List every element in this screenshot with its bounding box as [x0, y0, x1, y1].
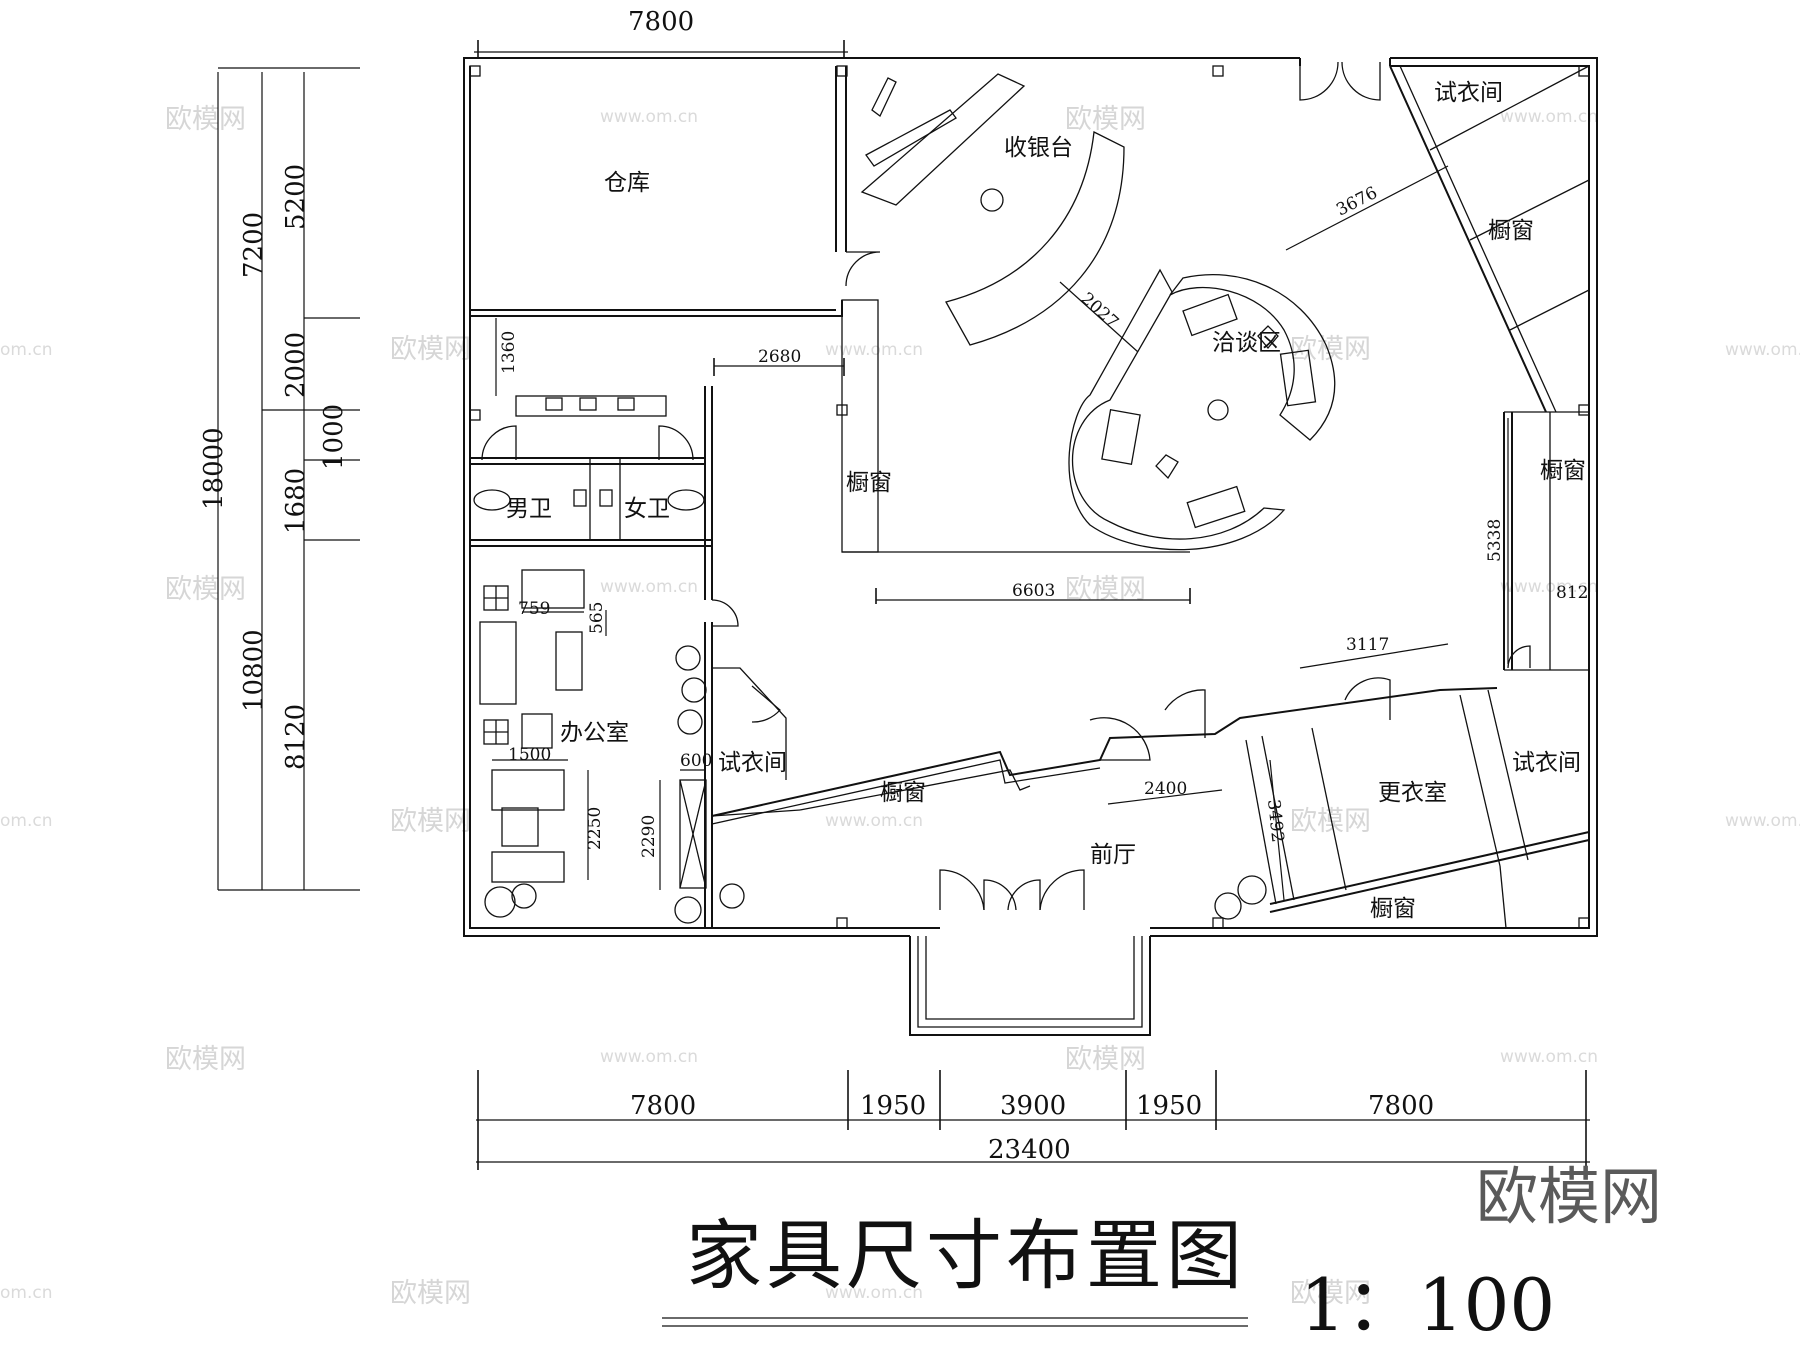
watermark-logo: 欧模网	[390, 1278, 471, 1309]
doors	[481, 61, 1531, 911]
dim-left-c: 1000	[319, 404, 349, 470]
label-front-hall: 前厅	[1090, 842, 1136, 868]
columns	[469, 65, 1590, 929]
label-showcase-front-left: 橱窗	[880, 780, 926, 806]
outer-walls	[463, 57, 1598, 1036]
dim-bottom-total: 23400	[988, 1135, 1071, 1165]
dim-3492: 3492	[1263, 798, 1287, 843]
watermark-url: om.cn	[0, 340, 53, 360]
dim-3676: 3676	[1333, 183, 1381, 220]
watermark-url: www.om.cn	[600, 577, 698, 597]
label-fitting-top: 试衣间	[1434, 80, 1503, 106]
dim-bottom-5: 7800	[1368, 1091, 1434, 1121]
watermark-logo: 欧模网	[165, 574, 246, 605]
label-changing-room: 更衣室	[1378, 780, 1447, 806]
dim-1500: 1500	[508, 745, 551, 765]
dim-1360: 1360	[499, 331, 519, 374]
label-mens-wc: 男卫	[506, 496, 552, 522]
dim-5338: 5338	[1485, 519, 1505, 562]
label-cashier: 收银台	[1004, 135, 1073, 161]
dim-2290: 2290	[639, 815, 659, 858]
label-showcase-top-right: 橱窗	[1488, 218, 1534, 244]
dim-2250: 2250	[585, 807, 605, 850]
dim-bottom-1: 7800	[630, 1091, 696, 1121]
watermark-url: www.om.cn	[825, 1283, 923, 1303]
dim-left-upper: 7200	[239, 212, 269, 278]
label-office: 办公室	[560, 720, 629, 746]
drawing-scale: 1：100	[1300, 1263, 1555, 1347]
label-showcase-front-right: 橱窗	[1370, 896, 1416, 922]
label-fitting-left: 试衣间	[718, 750, 787, 776]
watermark-url: www.om.cn	[825, 811, 923, 831]
furniture	[473, 73, 1336, 924]
watermark-logo: 欧模网	[165, 1044, 246, 1075]
watermark-logo: 欧模网	[1290, 334, 1371, 365]
watermark-logo: 欧模网	[1290, 806, 1371, 837]
dim-left-a: 5200	[281, 164, 311, 230]
dim-6603: 6603	[1012, 581, 1055, 601]
dim-812: 812	[1556, 583, 1588, 603]
label-showcase-right: 橱窗	[1540, 458, 1586, 484]
dim-3117: 3117	[1346, 635, 1389, 655]
watermark-url: www.om.cn	[1500, 107, 1598, 127]
watermark-url: om.cn	[0, 811, 53, 831]
dim-left-e: 8120	[281, 704, 311, 770]
dim-left-lower: 10800	[239, 629, 269, 712]
watermark-url: www.om.cn	[825, 340, 923, 360]
dimension-labels: 7800 18000 7200 10800 5200 2000 1000 168…	[199, 7, 1588, 1165]
dim-bottom-3: 3900	[1000, 1091, 1066, 1121]
watermark-logo: 欧模网	[390, 806, 471, 837]
label-fitting-right: 试衣间	[1512, 750, 1581, 776]
dim-2400: 2400	[1144, 779, 1187, 799]
dim-left-b: 2000	[281, 332, 311, 398]
watermark-layer: 欧模网 欧模网 www.om.cn www.om.cn 欧模网 欧模网 www.…	[0, 104, 1800, 1309]
dim-600: 600	[680, 751, 712, 771]
room-labels: 仓库 收银台 试衣间 橱窗 洽谈区 橱窗 橱窗 男卫 女卫 办公室 试衣间 橱窗…	[506, 80, 1586, 922]
label-negotiation: 洽谈区	[1212, 330, 1281, 356]
watermark-logo: 欧模网	[165, 104, 246, 135]
title-block: 家具尺寸布置图 1：100 欧模网	[662, 1160, 1662, 1347]
watermark-url: www.om.cn	[1500, 1047, 1598, 1067]
watermark-url: www.om.cn	[600, 1047, 698, 1067]
watermark-logo: 欧模网	[1065, 104, 1146, 135]
watermark-logo: 欧模网	[1290, 1278, 1371, 1309]
dim-2680: 2680	[758, 347, 801, 367]
dim-top-width: 7800	[628, 7, 694, 37]
watermark-url: www.om.cn	[600, 107, 698, 127]
dim-bottom-2: 1950	[860, 1091, 926, 1121]
watermark-url: www.om.cn	[1725, 811, 1800, 831]
brand-logo: 欧模网	[1476, 1160, 1662, 1233]
watermark-url: www.om.cn	[1500, 577, 1598, 597]
label-warehouse: 仓库	[604, 170, 650, 196]
dim-565: 565	[587, 602, 607, 634]
label-showcase-center: 橱窗	[846, 470, 892, 496]
watermark-logo: 欧模网	[390, 334, 471, 365]
interior-walls	[470, 65, 1590, 929]
exterior-dimensions	[217, 40, 1590, 1170]
negotiation-lounge	[1169, 274, 1336, 441]
interior-dimensions	[492, 165, 1509, 901]
watermark-logo: 欧模网	[1065, 1044, 1146, 1075]
drawing-title: 家具尺寸布置图	[686, 1211, 1246, 1300]
watermark-url: om.cn	[0, 1283, 53, 1303]
dim-759: 759	[518, 599, 550, 619]
dim-left-total: 18000	[199, 427, 229, 510]
dim-2027: 2027	[1077, 289, 1123, 333]
cashier-counter	[945, 131, 1125, 346]
dim-left-d: 1680	[281, 468, 311, 534]
dim-bottom-4: 1950	[1136, 1091, 1202, 1121]
label-womens-wc: 女卫	[624, 496, 670, 522]
watermark-url: www.om.cn	[1725, 340, 1800, 360]
